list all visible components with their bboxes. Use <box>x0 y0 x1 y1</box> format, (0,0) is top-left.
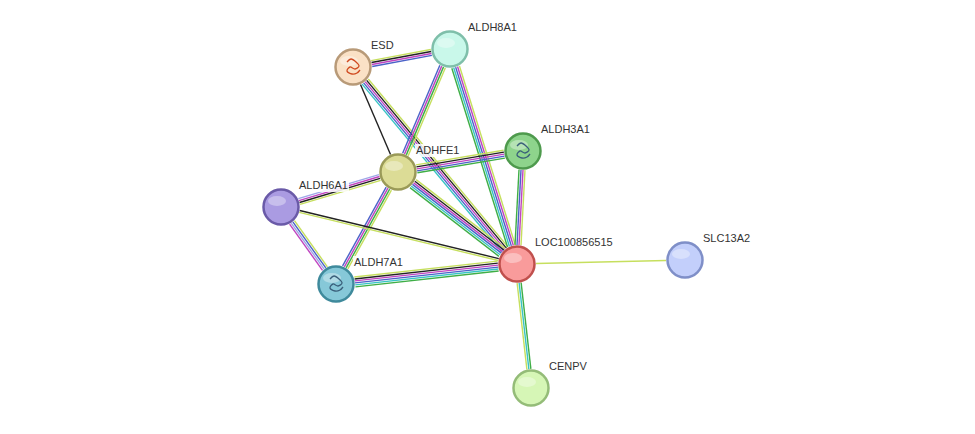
node-disc <box>506 134 541 169</box>
interaction-edge <box>298 175 380 205</box>
evidence-line <box>290 224 323 270</box>
protein-name: ADHFE1 <box>415 144 460 157</box>
node-gloss <box>437 38 455 48</box>
evidence-line <box>406 67 443 155</box>
protein-name: SLC13A2 <box>702 232 751 245</box>
evidence-line <box>298 175 379 199</box>
evidence-line <box>536 260 666 263</box>
node-circle <box>317 265 355 303</box>
evidence-line <box>372 53 432 64</box>
node-disc <box>264 190 299 225</box>
protein-node: ALDH7A1 <box>317 265 355 303</box>
node-circle <box>512 369 550 407</box>
node-disc <box>514 371 549 406</box>
node-disc <box>500 247 535 282</box>
interaction-edge <box>299 210 499 260</box>
node-gloss <box>672 249 690 259</box>
node-disc <box>381 155 416 190</box>
evidence-line <box>519 283 529 369</box>
evidence-line <box>403 65 440 153</box>
node-disc <box>668 243 703 278</box>
protein-name: CENPV <box>548 360 588 373</box>
node-circle <box>504 132 542 170</box>
structure-picture <box>347 59 360 74</box>
evidence-line <box>415 181 504 250</box>
evidence-line <box>294 221 327 267</box>
evidence-line <box>300 210 499 258</box>
protein-name: ESD <box>370 39 395 52</box>
interaction-edge <box>536 260 666 263</box>
evidence-line <box>417 156 505 171</box>
node-circle <box>334 48 372 86</box>
protein-node: ESD <box>334 48 372 86</box>
protein-name: ALDH6A1 <box>298 179 349 192</box>
evidence-line <box>410 188 499 257</box>
evidence-line <box>417 158 505 173</box>
node-gloss <box>268 196 286 206</box>
node-gloss <box>518 377 536 387</box>
node-circle <box>379 153 417 191</box>
interaction-edge <box>371 50 432 67</box>
node-disc <box>433 32 468 67</box>
protein-node: ALDH3A1 <box>504 132 542 170</box>
protein-name: ALDH3A1 <box>540 123 591 136</box>
structure-picture <box>517 143 530 158</box>
protein-name: ALDH8A1 <box>467 21 518 34</box>
protein-node: SLC13A2 <box>666 241 704 279</box>
interaction-edge <box>517 283 531 370</box>
protein-node: ADHFE1 <box>379 153 417 191</box>
node-circle <box>498 245 536 283</box>
node-circle <box>262 188 300 226</box>
protein-node: LOC100856515 <box>498 245 536 283</box>
evidence-line <box>355 269 498 285</box>
evidence-line <box>355 271 498 287</box>
interaction-edge <box>410 180 505 257</box>
interaction-edge <box>515 170 525 245</box>
structure-picture <box>330 276 343 291</box>
evidence-line <box>355 267 498 283</box>
evidence-line <box>404 66 441 154</box>
node-disc <box>319 267 354 302</box>
evidence-line <box>299 212 498 260</box>
evidence-line <box>372 55 432 66</box>
interaction-edge <box>290 221 328 271</box>
interaction-edge <box>403 65 446 155</box>
node-gloss <box>385 161 403 171</box>
evidence-line <box>411 186 500 255</box>
protein-node: CENPV <box>512 369 550 407</box>
evidence-line <box>416 180 505 249</box>
node-disc <box>336 50 371 85</box>
evidence-line <box>517 283 527 369</box>
protein-name: LOC100856515 <box>534 236 614 249</box>
evidence-line <box>299 176 380 200</box>
node-circle <box>666 241 704 279</box>
node-gloss <box>504 253 522 263</box>
evidence-line <box>408 68 445 156</box>
evidence-line <box>515 170 519 245</box>
node-circle <box>431 30 469 68</box>
evidence-line <box>291 223 324 269</box>
protein-name: ALDH7A1 <box>353 256 404 269</box>
protein-node: ALDH8A1 <box>431 30 469 68</box>
evidence-line <box>293 222 326 268</box>
protein-node: ALDH6A1 <box>262 188 300 226</box>
